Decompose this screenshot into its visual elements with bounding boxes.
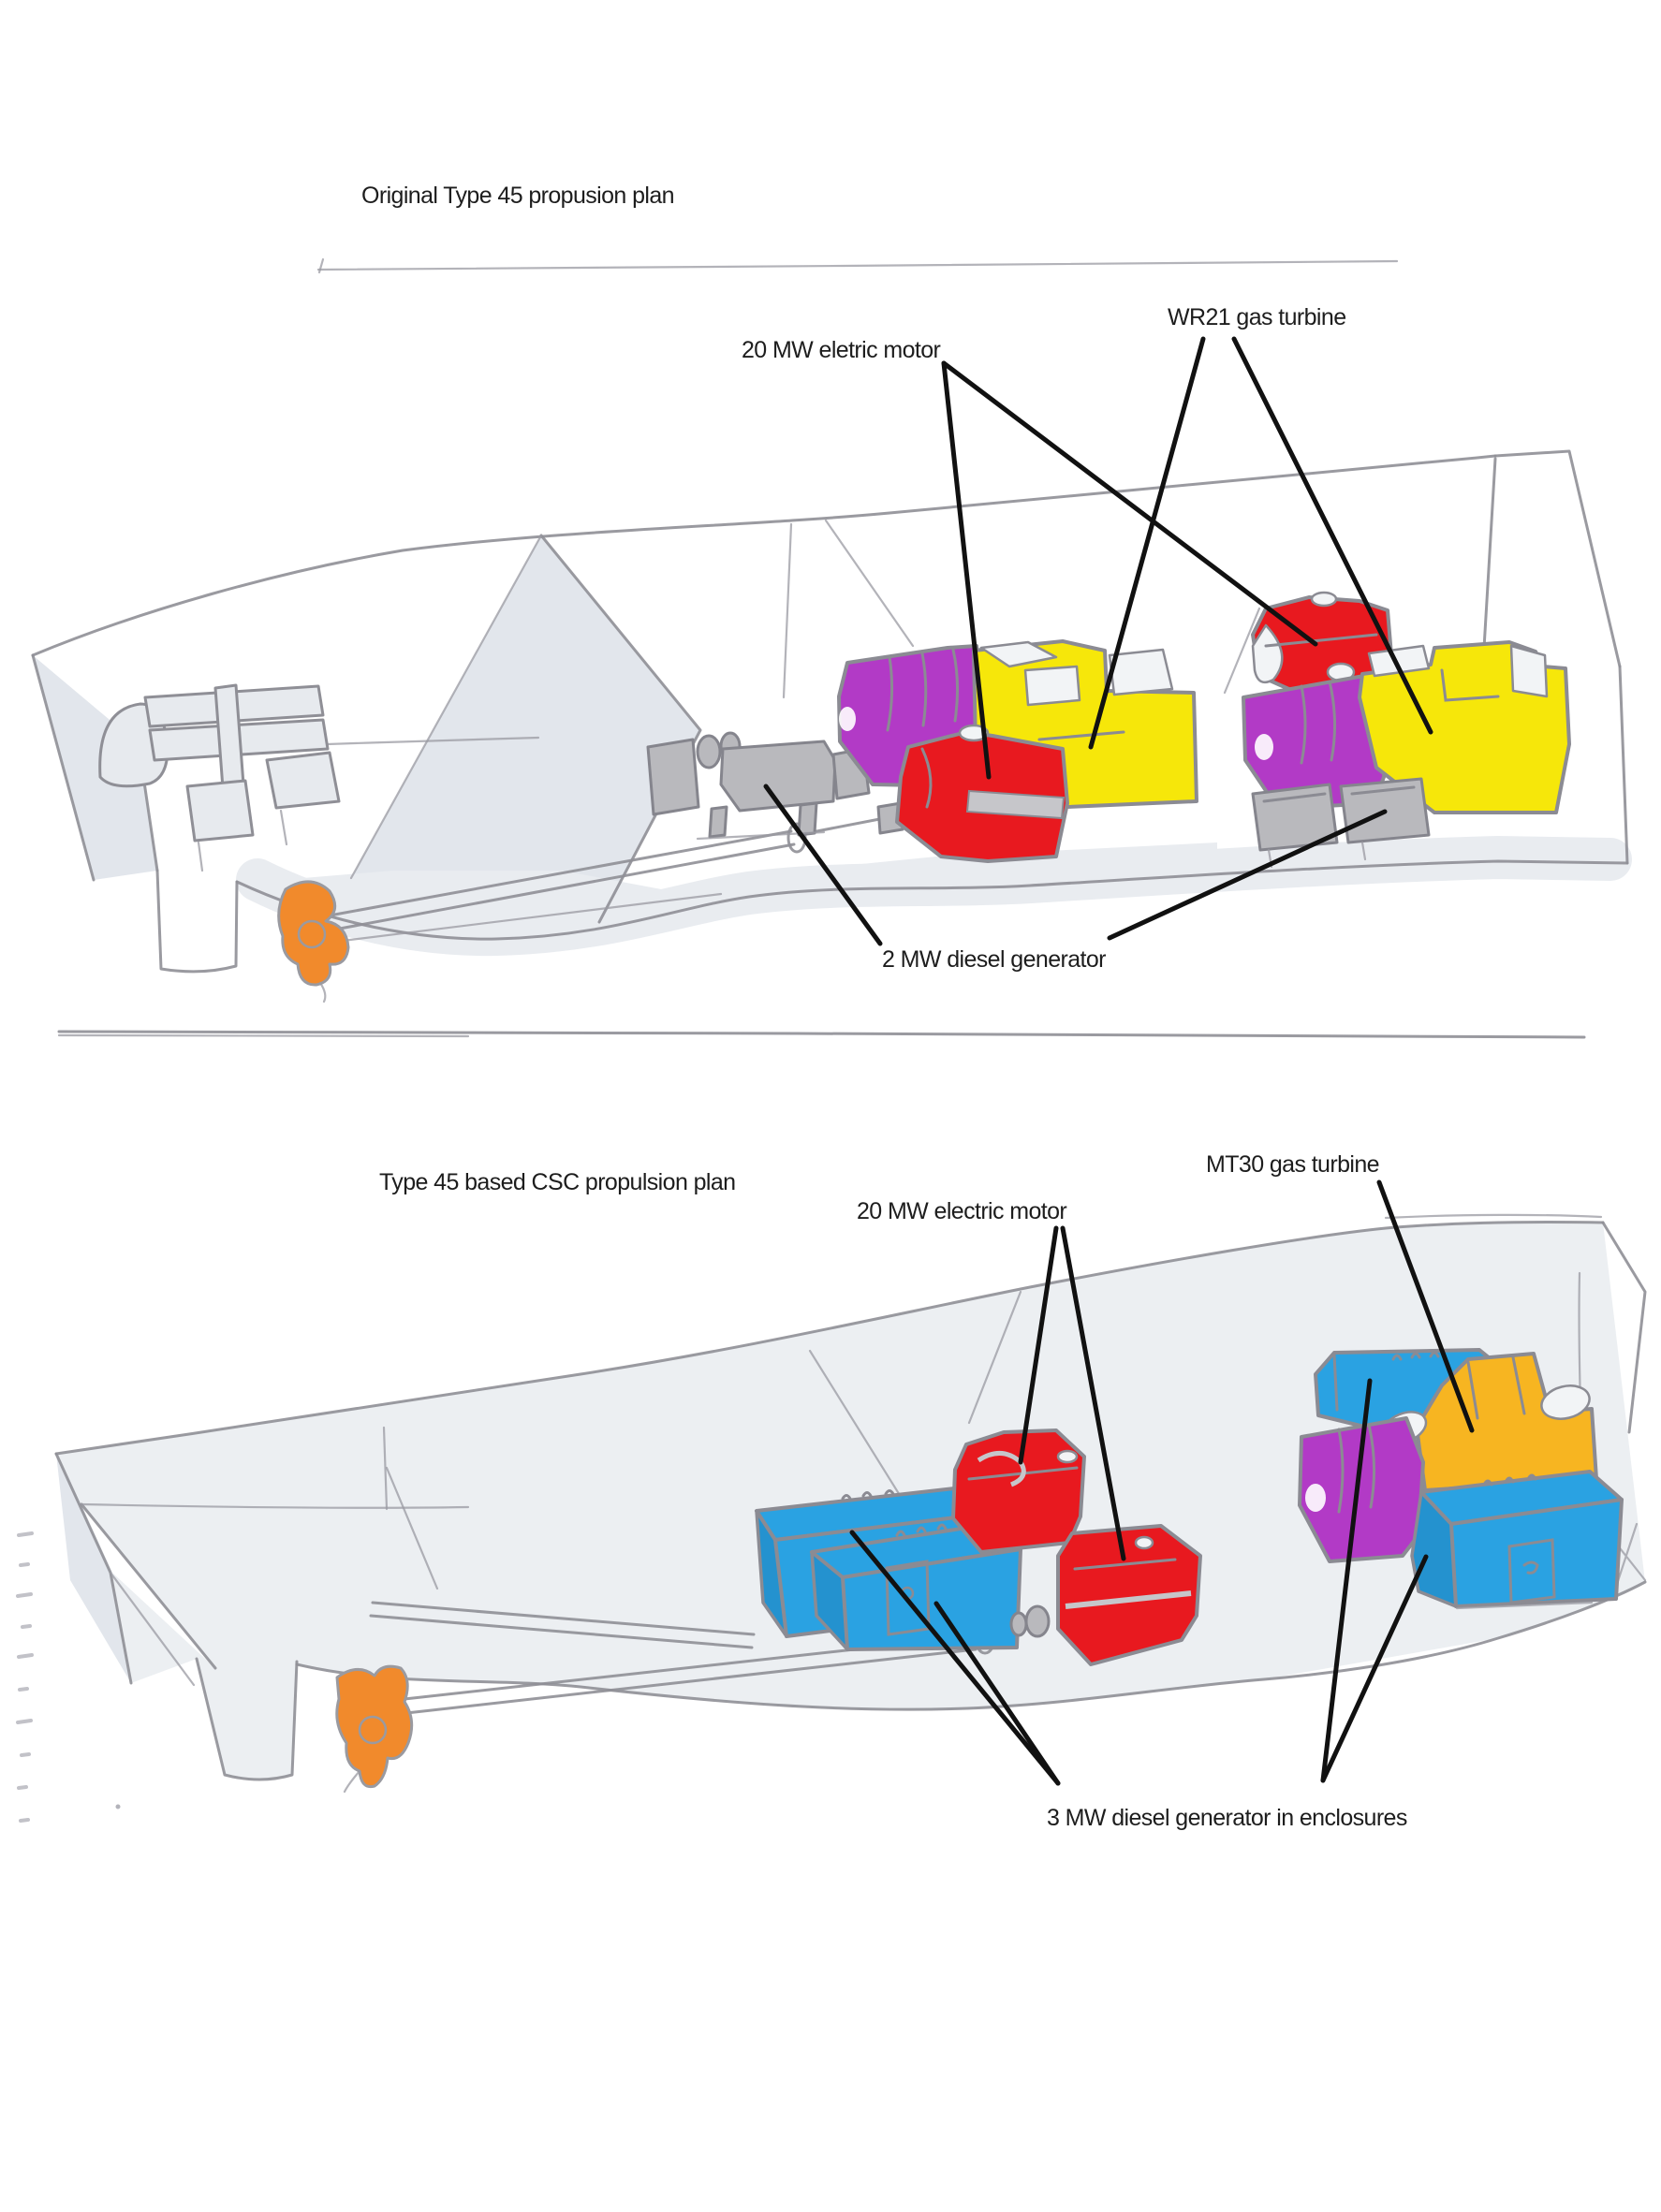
propeller-top — [277, 880, 350, 1003]
mt30-gas-turbine-gold — [1381, 1352, 1598, 1492]
top-callout-lines — [763, 336, 1433, 946]
label-top-electric-motor: 20 MW eletric motor — [742, 337, 941, 363]
label-top-gas-turbine: WR21 gas turbine — [1168, 304, 1346, 330]
bottom-callout-lines — [849, 1179, 1475, 1786]
motor-housing-purple-bottom — [1298, 1416, 1425, 1563]
top-left-cluster — [837, 639, 1198, 863]
top-diesel-generator-mid — [646, 731, 871, 841]
electric-motor-red-2-bottom — [1009, 1524, 1202, 1666]
top-stern-gear — [98, 683, 341, 872]
label-bottom-electric-motor: 20 MW electric motor — [857, 1198, 1067, 1224]
section-divider — [57, 1030, 1586, 1039]
top-diagram-title: Original Type 45 propusion plan — [361, 183, 675, 209]
label-bottom-gas-turbine: MT30 gas turbine — [1206, 1151, 1380, 1178]
top-right-cluster — [1242, 591, 1571, 869]
diesel-enclosure-blue-right — [1410, 1470, 1624, 1610]
top-diagram-sketch — [31, 257, 1632, 1003]
label-bottom-diesel-generator: 3 MW diesel generator in enclosures — [1047, 1805, 1407, 1831]
top-title-underline — [316, 257, 1399, 274]
bottom-diagram-sketch — [16, 1179, 1647, 1823]
bottom-left-cluster — [755, 1428, 1202, 1666]
wr21-gas-turbine-right — [1358, 640, 1571, 814]
electric-motor-red-1-bottom — [951, 1428, 1086, 1554]
propeller-bottom — [335, 1664, 414, 1794]
scan-smudges — [16, 1531, 121, 1823]
bottom-diagram-title: Type 45 based CSC propulsion plan — [379, 1169, 736, 1195]
electric-motor-red-left — [876, 724, 1069, 863]
label-top-diesel-generator: 2 MW diesel generator — [882, 946, 1107, 973]
